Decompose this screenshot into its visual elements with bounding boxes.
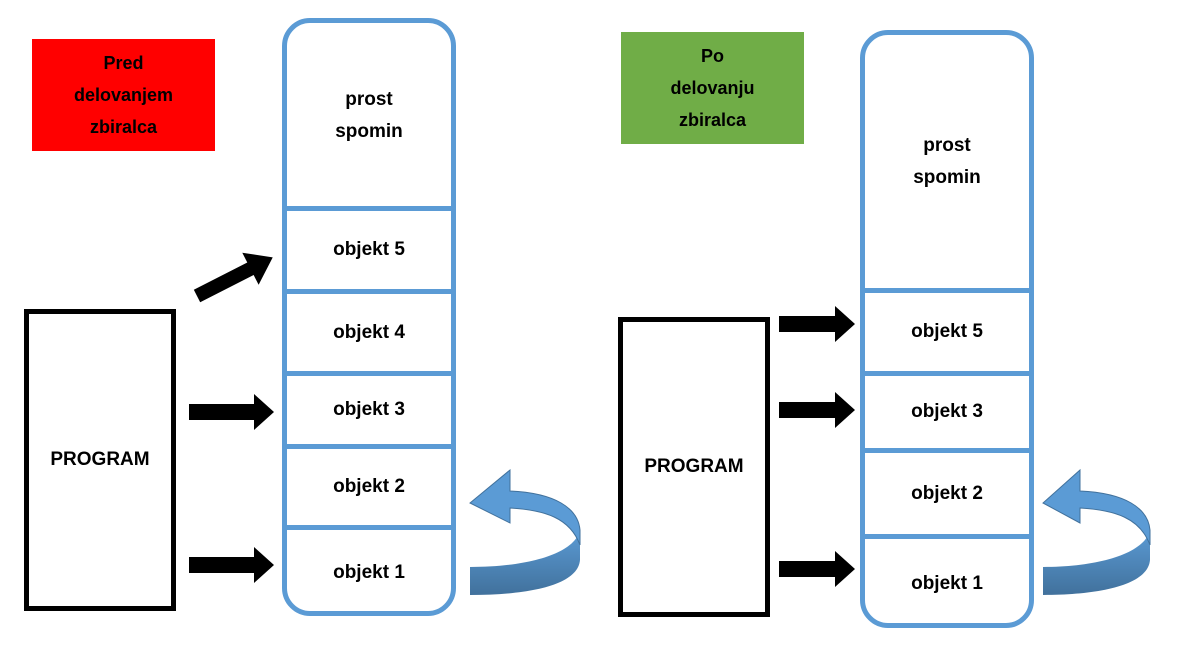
object-5-before: objekt 5 <box>287 211 451 289</box>
object-label: objekt 5 <box>911 321 983 342</box>
arrow-to-object-3-before <box>189 394 274 430</box>
memory-divider <box>287 525 451 530</box>
object-3-before: objekt 3 <box>287 376 451 444</box>
memory-column-before: prost spomin objekt 5 objekt 4 objekt 3 … <box>282 18 456 616</box>
free-memory-line-2: spomin <box>913 166 981 188</box>
object-2-after: objekt 2 <box>865 453 1029 534</box>
arrow-to-object-1-after <box>779 551 855 587</box>
arrow-to-object-1-before <box>189 547 274 583</box>
arrow-to-object-5-after <box>779 306 855 342</box>
memory-divider <box>865 371 1029 376</box>
memory-divider <box>287 289 451 294</box>
free-memory-line-1: prost <box>345 89 393 110</box>
arrow-to-object-5-before <box>193 252 273 303</box>
object-label: objekt 2 <box>333 476 405 497</box>
memory-divider <box>287 206 451 211</box>
object-2-before: objekt 2 <box>287 449 451 525</box>
program-box-after: PROGRAM <box>618 317 770 617</box>
before-label-line-2: delovanjem <box>73 85 174 105</box>
program-box-before: PROGRAM <box>24 309 176 611</box>
memory-divider <box>865 534 1029 539</box>
memory-divider <box>865 448 1029 453</box>
curved-arrow-after <box>1042 468 1151 595</box>
memory-divider <box>287 371 451 376</box>
object-label: objekt 3 <box>911 401 983 422</box>
after-label-line-2: delovanju <box>670 78 755 98</box>
arrow-to-object-3-after <box>779 392 855 428</box>
before-collector-label: Pred delovanjem zbiralca <box>32 39 215 151</box>
after-label-line-1: Po <box>700 46 724 66</box>
object-label: objekt 5 <box>333 239 405 260</box>
object-4-before: objekt 4 <box>287 294 451 371</box>
object-label: objekt 3 <box>333 399 405 420</box>
memory-divider <box>865 288 1029 293</box>
program-label-after: PROGRAM <box>644 456 744 477</box>
free-memory-line-1: prost <box>923 134 971 156</box>
object-5-after: objekt 5 <box>865 293 1029 371</box>
curved-arrow-before <box>469 468 581 595</box>
object-label: objekt 2 <box>911 482 983 504</box>
object-label: objekt 1 <box>333 562 405 583</box>
free-memory-after: prost spomin <box>865 35 1029 288</box>
free-memory-before: prost spomin <box>287 23 451 209</box>
object-1-after: objekt 1 <box>865 539 1029 623</box>
before-label-line-3: zbiralca <box>89 117 158 137</box>
memory-column-after: prost spomin objekt 5 objekt 3 objekt 2 … <box>860 30 1034 628</box>
after-label-line-3: zbiralca <box>678 110 747 130</box>
memory-divider <box>287 444 451 449</box>
object-label: objekt 1 <box>911 572 983 594</box>
program-label-before: PROGRAM <box>50 449 150 470</box>
object-1-before: objekt 1 <box>287 530 451 611</box>
before-label-line-1: Pred <box>103 53 144 73</box>
after-collector-label: Po delovanju zbiralca <box>621 32 804 144</box>
object-label: objekt 4 <box>333 321 405 343</box>
object-3-after: objekt 3 <box>865 376 1029 448</box>
free-memory-line-2: spomin <box>335 121 403 142</box>
